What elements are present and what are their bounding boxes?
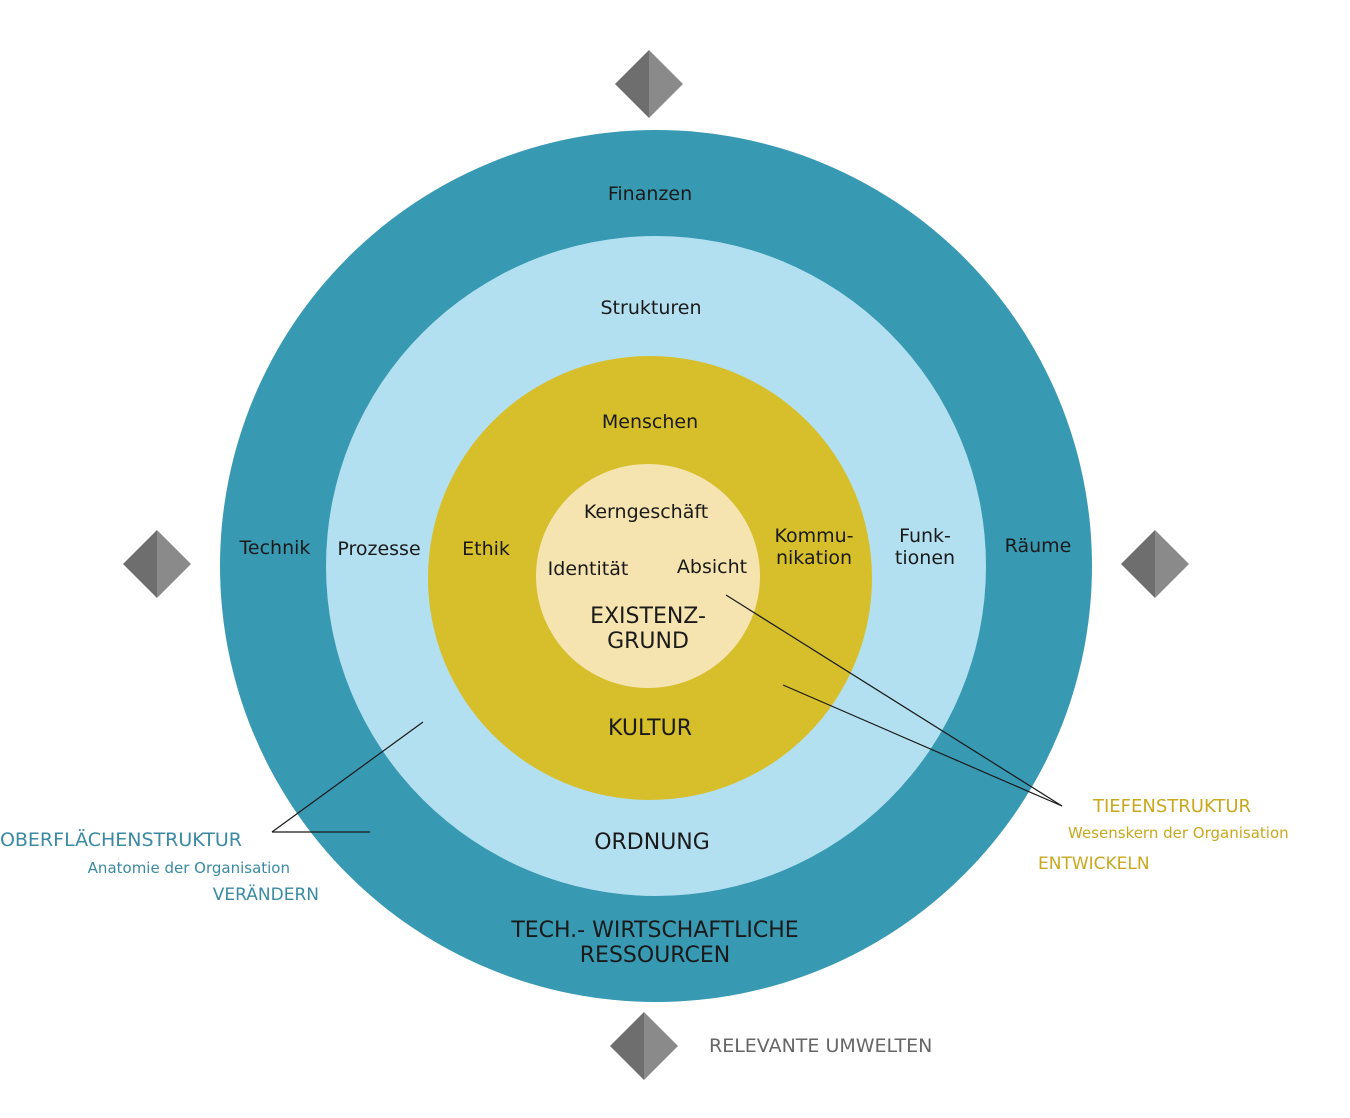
diamond-top-icon [615,50,683,118]
middle-ring-title: ORDNUNG [594,830,710,855]
diamond-right-icon [1121,530,1189,598]
core-title-line2: GRUND [607,629,689,654]
deep-connector-lines [725,594,1063,807]
environment-label: RELEVANTE UMWELTEN [709,1035,932,1057]
deep-structure-title: TIEFENSTRUKTUR [1092,796,1251,817]
deep-structure-subtitle: Wesenskern der Organisation [1068,824,1289,842]
surface-structure-subtitle: Anatomie der Organisation [88,859,290,877]
middle-ring-right-label-line1: Funk- [899,525,951,547]
outer-ring-title-line2: RESSOURCEN [580,943,730,968]
outer-ring-right-label: Räume [1005,535,1072,557]
inner-ring-left-label: Ethik [462,538,510,560]
core-right-label: Absicht [677,556,747,578]
core-title-line1: EXISTENZ- [590,604,706,629]
surface-connector-lines [271,721,424,833]
core-top-label: Kerngeschäft [584,501,708,523]
surface-structure-action: VERÄNDERN [213,884,319,905]
outer-ring-top-label: Finanzen [608,183,692,205]
inner-ring-title: KULTUR [608,716,692,741]
middle-ring-right-label-line2: tionen [895,547,955,569]
core-circle [536,464,760,688]
diamond-bottom-icon [610,1012,678,1080]
surface-structure-title: OBERFLÄCHENSTRUKTUR [0,828,242,851]
inner-ring-top-label: Menschen [602,411,698,433]
inner-ring-right-label-line1: Kommu- [774,525,853,547]
diamond-left-icon [123,530,191,598]
middle-ring-top-label: Strukturen [601,297,702,319]
outer-ring-title-line1: TECH.- WIRTSCHAFTLICHE [510,918,798,943]
outer-ring-left-label: Technik [239,537,311,559]
middle-ring-left-label: Prozesse [337,538,420,560]
inner-ring-right-label-line2: nikation [776,547,852,569]
core-left-label: Identität [548,558,629,580]
deep-structure-action: ENTWICKELN [1038,854,1150,874]
